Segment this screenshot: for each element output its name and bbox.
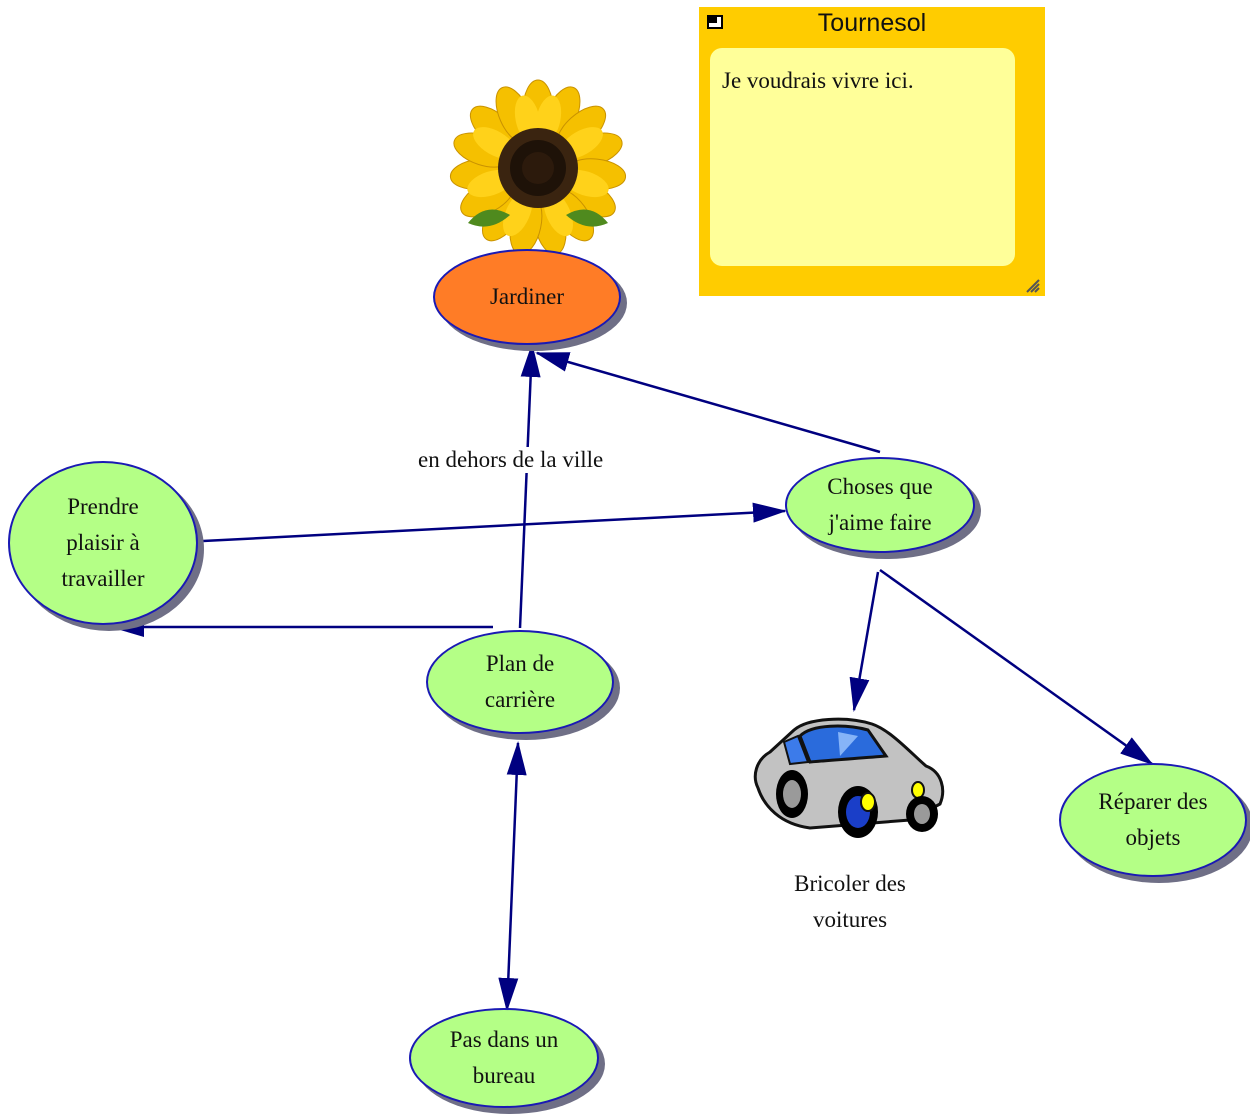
node-choses-que-jaime-faire[interactable]: Choses que j'aime faire bbox=[785, 457, 975, 553]
node-pas-dans-un-bureau[interactable]: Pas dans un bureau bbox=[409, 1008, 599, 1108]
link-prendre-to-choses bbox=[202, 502, 787, 543]
note-minimize-icon[interactable] bbox=[707, 15, 723, 29]
car-caption[interactable]: Bricoler des voitures bbox=[750, 866, 950, 938]
node-pas-bureau-line-2: bureau bbox=[472, 1063, 536, 1088]
link-choses-to-reparer bbox=[879, 568, 1154, 766]
node-plan-line-1: Plan de bbox=[485, 651, 555, 676]
node-choses-line-2: j'aime faire bbox=[828, 510, 932, 535]
sticky-note[interactable]: Tournesol Je voudrais vivre ici. bbox=[699, 7, 1045, 296]
node-plan-line-2: carrière bbox=[484, 687, 556, 712]
node-jardiner-label: Jardiner bbox=[489, 284, 565, 309]
node-prendre-line-3: travailler bbox=[61, 566, 145, 591]
resize-grip-icon[interactable] bbox=[1023, 276, 1041, 294]
car-image[interactable] bbox=[753, 717, 945, 838]
node-choses-line-1: Choses que bbox=[827, 474, 933, 499]
node-prendre-line-1: Prendre bbox=[67, 494, 139, 519]
node-prendre-plaisir[interactable]: Prendre plaisir à travailler bbox=[8, 461, 198, 625]
note-title: Tournesol bbox=[817, 9, 927, 37]
car-caption-line-2: voitures bbox=[812, 907, 888, 932]
sunflower-image[interactable] bbox=[449, 79, 627, 257]
link-label-en-dehors[interactable]: en dehors de la ville bbox=[414, 447, 608, 473]
link-choses-to-jardiner bbox=[535, 351, 881, 454]
car-caption-line-1: Bricoler des bbox=[794, 871, 906, 896]
node-pas-bureau-line-1: Pas dans un bbox=[449, 1027, 559, 1052]
node-reparer-des-objets[interactable]: Réparer des objets bbox=[1059, 763, 1247, 877]
node-jardiner[interactable]: Jardiner bbox=[433, 249, 621, 345]
node-prendre-line-2: plaisir à bbox=[66, 530, 140, 555]
link-plan-to-jardiner bbox=[518, 343, 541, 629]
note-body[interactable]: Je voudrais vivre ici. bbox=[710, 48, 1015, 266]
node-reparer-line-1: Réparer des bbox=[1098, 789, 1208, 814]
node-plan-de-carriere[interactable]: Plan de carrière bbox=[426, 630, 614, 734]
link-choses-to-car bbox=[849, 571, 880, 712]
node-reparer-line-2: objets bbox=[1125, 825, 1181, 850]
link-plan-pas-bureau bbox=[498, 741, 527, 1012]
